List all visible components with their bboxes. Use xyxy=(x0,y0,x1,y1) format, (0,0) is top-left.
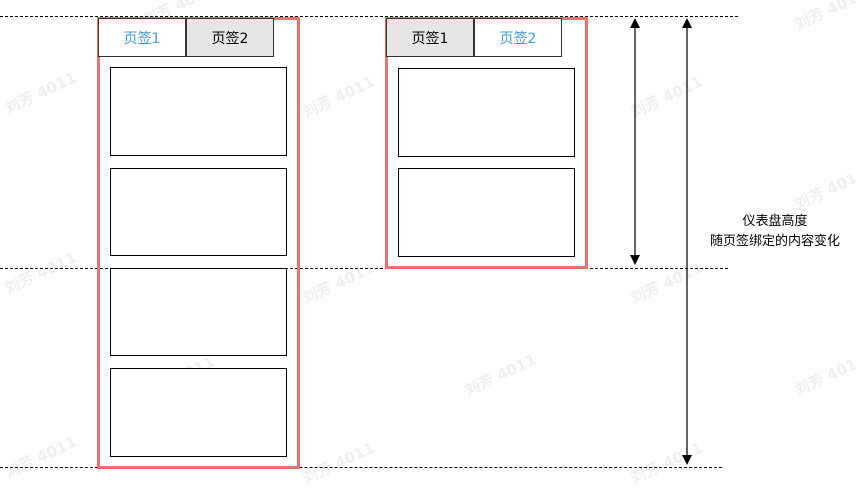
middle-guide-line xyxy=(0,268,728,269)
tall-height-arrow xyxy=(682,18,692,465)
content-panel xyxy=(110,67,287,156)
watermark: 刘芳 4011 xyxy=(792,164,856,214)
content-panel xyxy=(110,168,287,256)
top-guide-line xyxy=(0,16,738,17)
height-annotation: 仪表盘高度 随页签绑定的内容变化 xyxy=(690,212,856,252)
content-panel xyxy=(110,268,287,356)
watermark: 刘芳 4011 xyxy=(2,248,80,298)
watermark: 刘芳 4011 xyxy=(300,438,378,488)
annotation-line-2: 随页签绑定的内容变化 xyxy=(709,234,840,249)
content-panel xyxy=(398,168,575,257)
bottom-guide-line xyxy=(0,467,722,468)
watermark: 刘芳 4011 xyxy=(2,68,80,118)
watermark: 刘芳 4011 xyxy=(300,258,378,308)
annotation-line-1: 仪表盘高度 xyxy=(742,214,808,229)
short-height-arrow xyxy=(630,18,640,265)
watermark: 刘芳 4011 xyxy=(792,350,856,400)
content-panel xyxy=(110,368,287,457)
content-panel xyxy=(398,68,575,157)
tab-2[interactable]: 页签2 xyxy=(474,18,562,57)
watermark: 刘芳 4011 xyxy=(462,350,540,400)
watermark: 刘芳 4011 xyxy=(792,0,856,34)
watermark: 刘芳 4011 xyxy=(2,432,80,482)
tab-1[interactable]: 页签1 xyxy=(386,18,474,57)
watermark: 刘芳 4011 xyxy=(300,72,378,122)
tab-1[interactable]: 页签1 xyxy=(98,18,186,57)
tab-2[interactable]: 页签2 xyxy=(186,18,274,57)
